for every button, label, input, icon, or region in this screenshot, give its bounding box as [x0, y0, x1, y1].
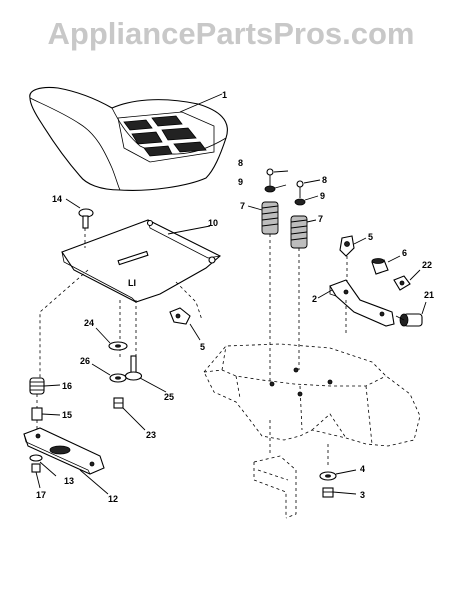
callout-5-left: 5 — [200, 342, 205, 352]
callout-16: 16 — [62, 381, 72, 391]
knob-part-14 — [65, 198, 94, 248]
chassis-fender — [203, 343, 421, 519]
callout-4: 4 — [360, 464, 365, 474]
bracket-part-2 — [317, 279, 395, 336]
washer-part-9-right — [294, 195, 319, 206]
callout-8-right: 8 — [322, 175, 327, 185]
callout-10: 10 — [208, 218, 218, 228]
callout-14: 14 — [52, 194, 62, 204]
spring-part-16 — [29, 377, 61, 395]
spring-part-7-left — [247, 201, 279, 235]
callout-21: 21 — [424, 290, 434, 300]
seat-pan-part: LI — [61, 219, 221, 303]
callout-15: 15 — [62, 410, 72, 420]
watermark-text: AppliancePartsPros.com — [48, 16, 415, 51]
callout-7-left: 7 — [240, 201, 245, 211]
spring-part-7-right — [290, 215, 317, 249]
callout-6: 6 — [402, 248, 407, 258]
bushing-part-6 — [371, 255, 401, 275]
washer-part-9-left — [264, 184, 287, 193]
callout-26: 26 — [80, 356, 90, 366]
callout-22: 22 — [422, 260, 432, 270]
seat-part — [29, 86, 228, 191]
callout-9-right: 9 — [320, 191, 325, 201]
svg-text:LI: LI — [128, 278, 136, 288]
nut-part-23 — [113, 397, 146, 431]
callout-9-left: 9 — [238, 177, 243, 187]
callout-25: 25 — [164, 392, 174, 402]
callout-13: 13 — [64, 476, 74, 486]
callout-23: 23 — [146, 430, 156, 440]
callout-7-right: 7 — [318, 214, 323, 224]
bracket-part-12 — [23, 427, 109, 495]
washer-part-26 — [91, 363, 127, 383]
nut-part-22 — [393, 269, 421, 291]
callout-2: 2 — [312, 294, 317, 304]
nut-part-17 — [31, 463, 41, 489]
bolt-part-25 — [124, 355, 167, 393]
washer-part-4 — [319, 469, 357, 481]
bolt-part-8-left — [266, 168, 289, 186]
callout-17: 17 — [36, 490, 46, 500]
clip-part-5-left — [169, 307, 201, 341]
callout-12: 12 — [108, 494, 118, 504]
clip-part-5-right — [339, 235, 367, 282]
washer-part-24 — [95, 327, 128, 351]
knob-part-21 — [395, 301, 427, 327]
callout-8-left: 8 — [238, 158, 243, 168]
nut-part-3 — [322, 487, 357, 498]
callout-24: 24 — [84, 318, 94, 328]
spacer-part-15 — [31, 394, 61, 432]
washer-part-13 — [29, 454, 57, 477]
callout-1: 1 — [222, 90, 227, 100]
callout-3: 3 — [360, 490, 365, 500]
callout-5-right: 5 — [368, 232, 373, 242]
bolt-part-8-right — [296, 179, 321, 198]
